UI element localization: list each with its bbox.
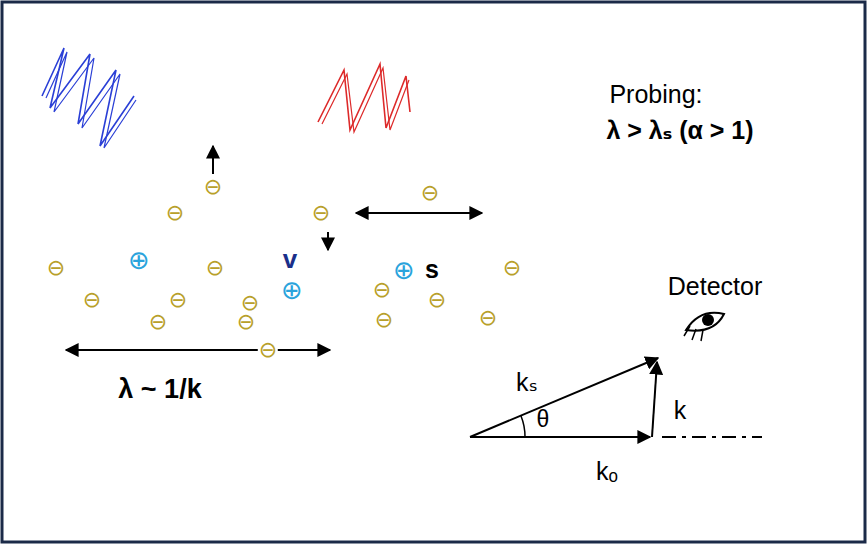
electron-symbol: ⊖ bbox=[421, 181, 439, 205]
scattered-wavevector bbox=[470, 358, 658, 437]
electron-symbol: ⊖ bbox=[166, 201, 184, 225]
electron-symbol: ⊖ bbox=[312, 201, 330, 225]
dash-dot-line bbox=[662, 436, 762, 438]
vector-label: kₛ bbox=[516, 369, 538, 397]
electron-symbol: ⊖ bbox=[373, 278, 391, 302]
velocity-arrow bbox=[212, 146, 214, 174]
electron-symbol: ⊖ bbox=[479, 306, 497, 330]
vector-label: k bbox=[674, 397, 687, 425]
scattered-wave bbox=[322, 68, 409, 132]
electron-symbol: ⊖ bbox=[206, 256, 224, 280]
incident-wave bbox=[46, 52, 136, 148]
electron-symbol: ⊖ bbox=[83, 288, 101, 312]
scattered-wave bbox=[318, 64, 410, 130]
electron-symbol: ⊖ bbox=[149, 310, 167, 334]
angle-label: θ bbox=[537, 407, 550, 432]
wavelength-arrow bbox=[66, 349, 330, 351]
probing-heading: Probing: bbox=[609, 81, 702, 109]
incident-wavevector bbox=[470, 436, 650, 438]
difference-wavevector bbox=[652, 362, 657, 437]
electron-symbol: ⊖ bbox=[503, 256, 521, 280]
electron-symbol: ⊖ bbox=[237, 310, 255, 334]
eye-icon bbox=[684, 326, 703, 341]
electron-symbol: ⊖ bbox=[258, 338, 278, 362]
electron-symbol: ⊖ bbox=[428, 288, 446, 312]
regime-condition: λ > λₛ (α > 1) bbox=[606, 117, 753, 145]
velocity-label: v bbox=[283, 245, 297, 274]
electron-symbol: ⊖ bbox=[47, 256, 65, 280]
velocity-arrow bbox=[327, 232, 329, 250]
detector-label: Detector bbox=[668, 273, 762, 301]
wavelength-label: λ ~ 1/k bbox=[118, 375, 201, 405]
ion-symbol: ⊕ bbox=[393, 256, 415, 285]
debye-length-label: s bbox=[425, 256, 439, 284]
ion-symbol: ⊕ bbox=[281, 276, 303, 305]
debye-length-arrow bbox=[356, 212, 482, 214]
electron-symbol: ⊖ bbox=[375, 308, 393, 332]
angle-arc bbox=[521, 416, 525, 437]
incident-wave bbox=[42, 48, 134, 146]
eye-icon bbox=[686, 313, 724, 331]
electron-symbol: ⊖ bbox=[169, 288, 187, 312]
eye-icon bbox=[702, 314, 714, 326]
ion-symbol: ⊕ bbox=[128, 246, 150, 275]
vector-label: kₒ bbox=[596, 458, 618, 486]
electron-symbol: ⊖ bbox=[204, 175, 222, 199]
